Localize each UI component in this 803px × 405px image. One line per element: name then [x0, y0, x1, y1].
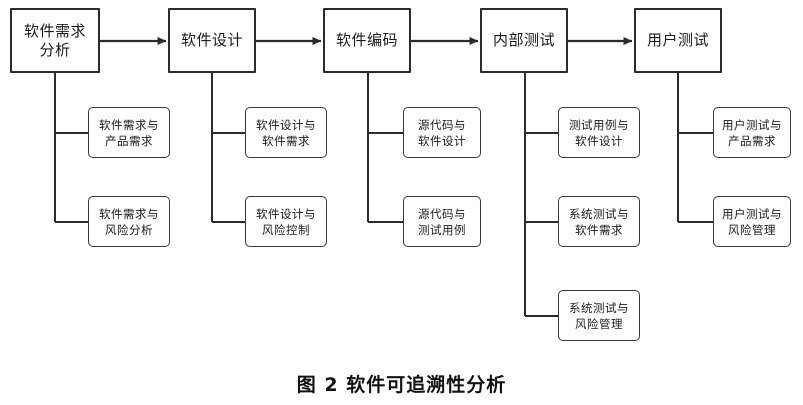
trace-box-code-testcase[interactable]: 源代码与 测试用例: [403, 196, 481, 247]
trace-box-systest-risk[interactable]: 系统测试与 风险管理: [558, 290, 640, 341]
trace-box-usertest-risk[interactable]: 用户测试与 风险管理: [713, 196, 791, 247]
trace-label-line1: 软件设计与: [256, 117, 316, 132]
phase-label-line1: 用户测试: [646, 31, 709, 49]
trace-box-usertest-product[interactable]: 用户测试与 产品需求: [713, 107, 791, 158]
phase-box-design[interactable]: 软件设计: [168, 8, 256, 73]
trace-label-line1: 测试用例与: [569, 117, 629, 132]
phase-label-line2: 分析: [39, 40, 71, 59]
trace-box-req-risk[interactable]: 软件需求与 风险分析: [88, 196, 170, 247]
trace-label-line1: 用户测试与: [722, 117, 782, 132]
trace-label-line2: 产品需求: [105, 133, 153, 148]
trace-label-line1: 源代码与: [418, 206, 466, 221]
phase-box-coding[interactable]: 软件编码: [323, 8, 411, 73]
phase-label-line1: 内部测试: [492, 31, 555, 49]
trace-label-line2: 软件设计: [575, 133, 623, 148]
trace-label-line2: 测试用例: [418, 222, 466, 237]
phase-box-user-test[interactable]: 用户测试: [634, 8, 722, 73]
trace-label-line1: 软件需求与: [99, 117, 159, 132]
trace-label-line2: 风险分析: [105, 222, 153, 237]
trace-label-line1: 系统测试与: [569, 300, 629, 315]
trace-label-line2: 风险管理: [575, 316, 623, 331]
trace-label-line2: 软件需求: [575, 222, 623, 237]
phase-label-line1: 软件需求: [23, 21, 86, 40]
phase-box-requirements[interactable]: 软件需求 分析: [10, 8, 100, 73]
figure-caption: 图 2 软件可追溯性分析: [296, 374, 507, 396]
phase-box-internal-test[interactable]: 内部测试: [480, 8, 568, 73]
trace-box-systest-req[interactable]: 系统测试与 软件需求: [558, 196, 640, 247]
trace-label-line1: 软件设计与: [256, 206, 316, 221]
trace-label-line2: 软件设计: [418, 133, 466, 148]
trace-box-testcase-design[interactable]: 测试用例与 软件设计: [558, 107, 640, 158]
trace-label-line2: 产品需求: [728, 133, 776, 148]
trace-label-line2: 风险管理: [728, 222, 776, 237]
trace-box-design-req[interactable]: 软件设计与 软件需求: [245, 107, 327, 158]
phase-label-line1: 软件编码: [335, 31, 398, 49]
trace-box-design-risk[interactable]: 软件设计与 风险控制: [245, 196, 327, 247]
trace-label-line1: 源代码与: [418, 117, 466, 132]
trace-label-line2: 软件需求: [262, 133, 310, 148]
trace-label-line1: 用户测试与: [722, 206, 782, 221]
phase-label-line1: 软件设计: [180, 31, 243, 49]
trace-label-line2: 风险控制: [262, 222, 310, 237]
trace-box-req-product[interactable]: 软件需求与 产品需求: [88, 107, 170, 158]
trace-box-code-design[interactable]: 源代码与 软件设计: [403, 107, 481, 158]
trace-label-line1: 软件需求与: [99, 206, 159, 221]
trace-label-line1: 系统测试与: [569, 206, 629, 221]
